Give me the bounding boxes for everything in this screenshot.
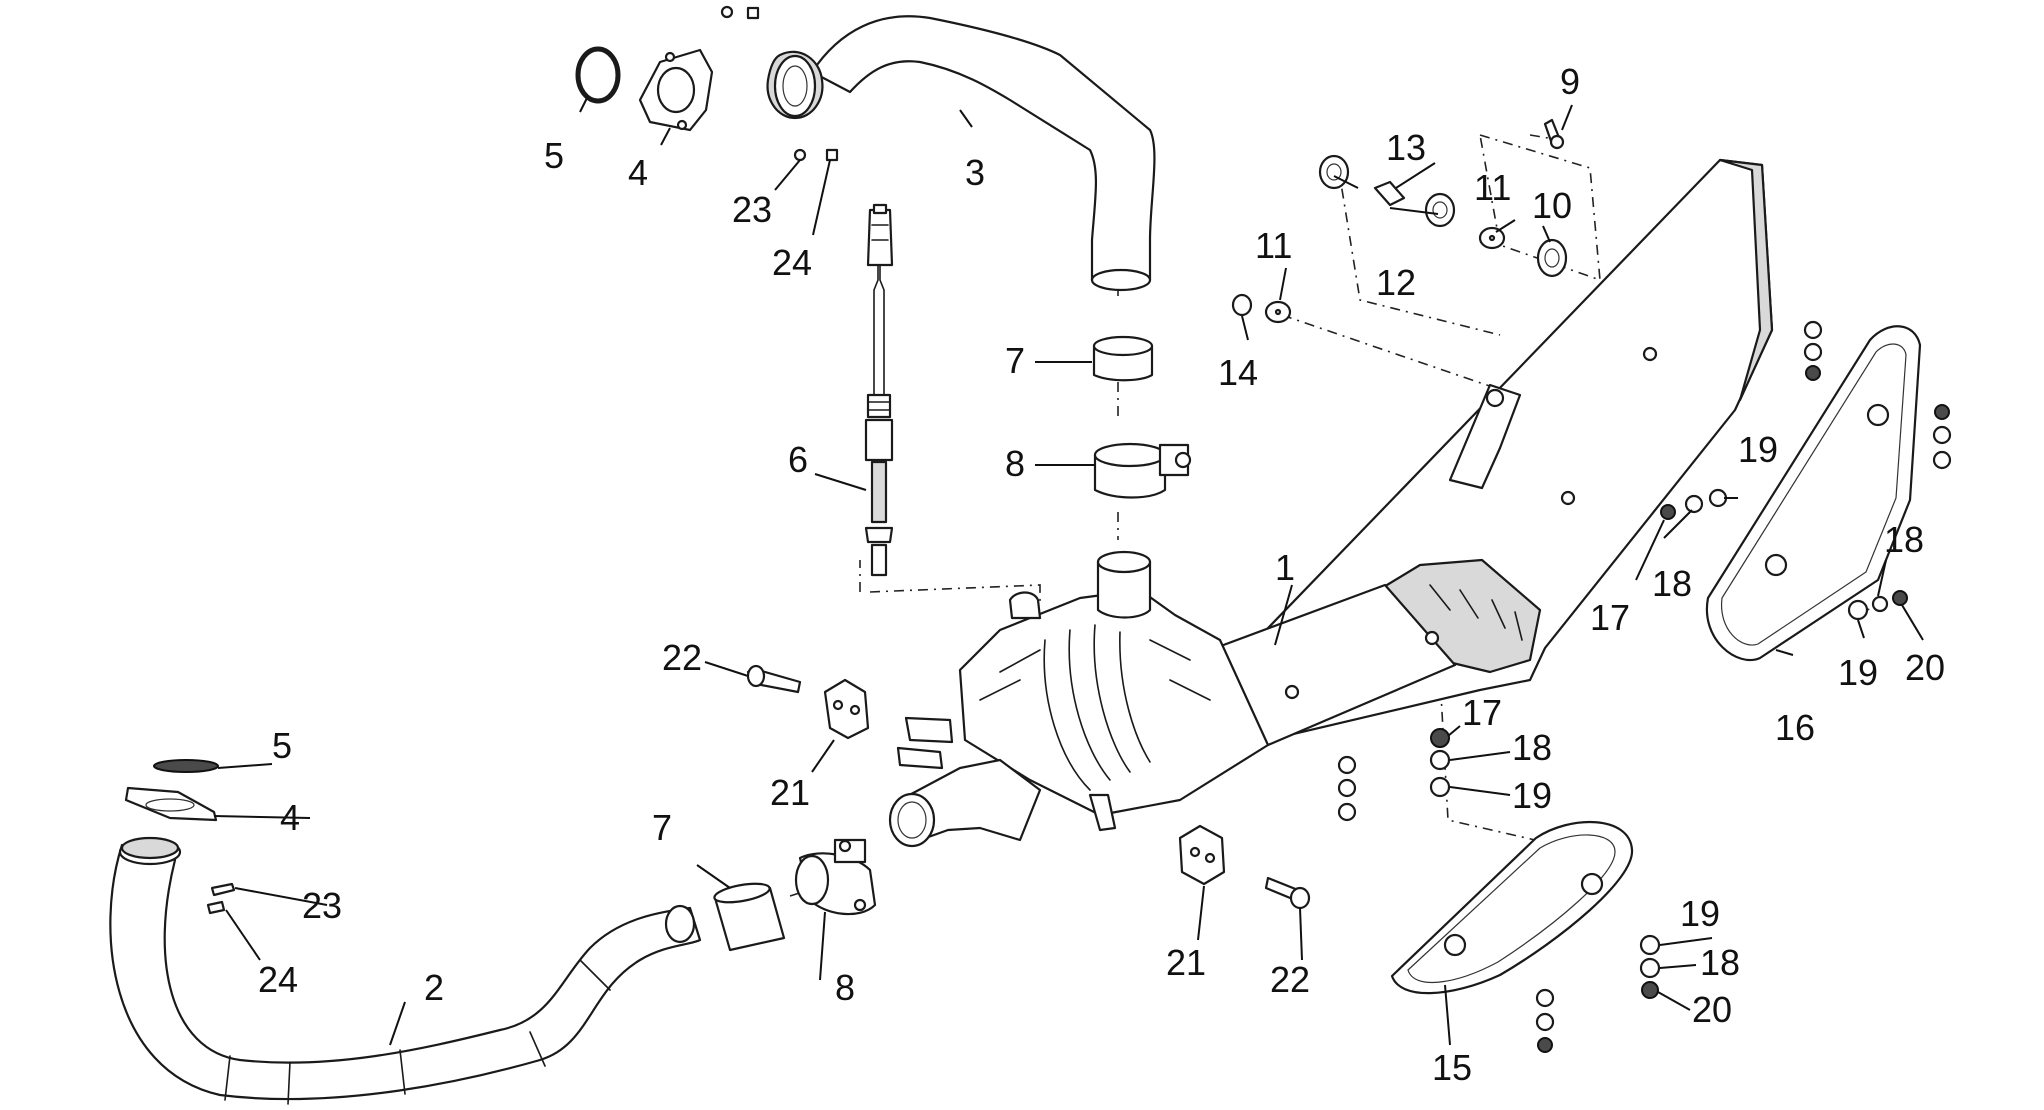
callout-21-lower: 21: [1166, 942, 1206, 983]
callout-20-lower: 20: [1692, 989, 1732, 1030]
callout-12: 12: [1376, 262, 1416, 303]
callout-7-upper: 7: [1005, 340, 1025, 381]
heat-shield-right: [1705, 325, 1922, 661]
callout-24-lower: 24: [258, 959, 298, 1000]
callout-17-middle: 17: [1462, 692, 1502, 733]
callout-18-right: 18: [1884, 519, 1924, 560]
clamp-upper: [1093, 442, 1192, 499]
callout-22-upper: 22: [662, 637, 702, 678]
callout-24-upper: 24: [772, 242, 812, 283]
callout-14: 14: [1218, 352, 1258, 393]
leader-lines: [213, 95, 1924, 1046]
callout-19-lower: 19: [1680, 893, 1720, 934]
callout-19-right: 19: [1838, 652, 1878, 693]
callout-15: 15: [1432, 1047, 1472, 1088]
callout-11-right: 11: [1474, 167, 1511, 208]
callout-18-lower: 18: [1700, 942, 1740, 983]
callout-19-upper: 19: [1738, 429, 1778, 470]
callout-labels: 1 2 3 4 4 5 5 6 7 7 8 8 9 10 11 11 12 13…: [258, 61, 1945, 1088]
callout-1: 1: [1275, 547, 1295, 588]
callout-10: 10: [1532, 185, 1572, 226]
callout-20-right: 20: [1905, 647, 1945, 688]
callout-19-middle: 19: [1512, 775, 1552, 816]
clamp-lower: [794, 838, 877, 916]
callout-2: 2: [424, 967, 444, 1008]
callout-9: 9: [1560, 61, 1580, 102]
gasket-lower: [153, 759, 219, 773]
sleeve-upper: [1092, 335, 1154, 382]
hardware: [206, 5, 1952, 1053]
callout-8-upper: 8: [1005, 443, 1025, 484]
callout-23-lower: 23: [302, 885, 342, 926]
callout-18-upper: 18: [1652, 563, 1692, 604]
lambda-sensor: [864, 203, 894, 577]
gasket-upper: [575, 46, 621, 104]
callout-4-lower: 4: [280, 797, 300, 838]
header-pipe-lower: [109, 836, 702, 1105]
callout-8-lower: 8: [835, 967, 855, 1008]
callout-23-upper: 23: [732, 189, 772, 230]
sleeve-lower: [713, 882, 786, 952]
callout-16: 16: [1775, 707, 1815, 748]
header-pipe-upper: [766, 15, 1156, 292]
callout-4-upper: 4: [628, 152, 648, 193]
flange-lower: [124, 786, 218, 822]
callout-7-lower: 7: [652, 807, 672, 848]
callout-18-middle: 18: [1512, 727, 1552, 768]
heat-shield-lower: [1390, 820, 1634, 995]
callout-5-upper: 5: [544, 135, 564, 176]
callout-17-upper: 17: [1590, 597, 1630, 638]
callout-6: 6: [788, 439, 808, 480]
callout-3: 3: [965, 152, 985, 193]
callout-22-lower: 22: [1270, 959, 1310, 1000]
callout-5-lower: 5: [272, 725, 292, 766]
callout-21-upper: 21: [770, 772, 810, 813]
callout-13: 13: [1386, 127, 1426, 168]
muffler-assembly: [888, 158, 1774, 848]
flange-upper: [638, 48, 714, 132]
callout-11-left: 11: [1255, 225, 1292, 266]
